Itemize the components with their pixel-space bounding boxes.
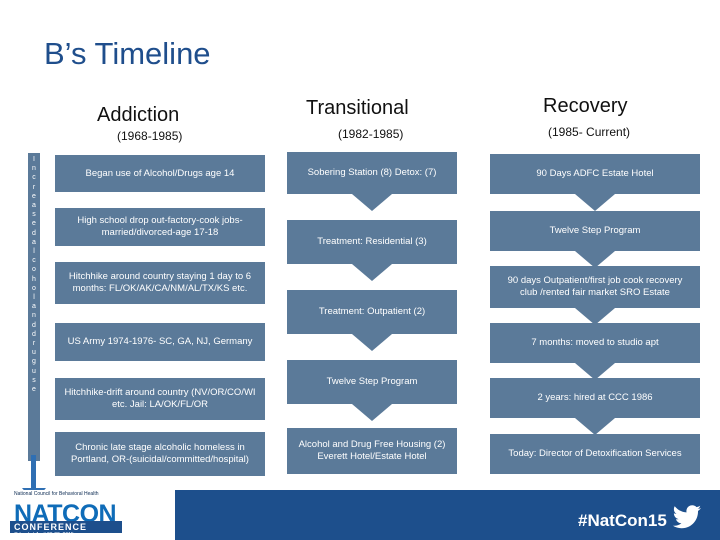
side-bar [28,153,40,461]
twitter-icon [672,505,701,529]
transitional-item-2: Treatment: Residential (3) [287,220,457,264]
recovery-item-3: 90 days Outpatient/first job cook recove… [490,266,700,308]
chevron-down-icon [352,404,392,421]
hashtag: #NatCon15 [578,511,667,530]
down-arrow-icon [31,455,36,495]
transitional-years: (1982-1985) [338,127,404,141]
transitional-item-5: Alcohol and Drug Free Housing (2) Everet… [287,428,457,474]
addiction-item-1: Began use of Alcohol/Drugs age 14 [55,155,265,192]
chevron-down-icon [575,418,615,435]
transitional-item-1: Sobering Station (8) Detox: (7) [287,152,457,194]
addiction-item-4: US Army 1974-1976- SC, GA, NJ, Germany [55,323,265,361]
recovery-item-5: 2 years: hired at CCC 1986 [490,378,700,418]
chevron-down-icon [575,308,615,325]
recovery-item-6: Today: Director of Detoxification Servic… [490,434,700,474]
addiction-item-2: High school drop out-factory-cook jobs- … [55,208,265,246]
transitional-item-3: Treatment: Outpatient (2) [287,290,457,334]
transitional-item-4: Twelve Step Program [287,360,457,404]
slide-title: B’s Timeline [44,36,211,71]
chevron-down-icon [352,264,392,281]
chevron-down-icon [352,194,392,211]
addiction-item-3: Hitchhike around country staying 1 day t… [55,262,265,304]
addiction-item-5: Hitchhike-drift around country (NV/OR/CO… [55,378,265,420]
recovery-heading: Recovery [543,95,628,117]
transitional-heading: Transitional [306,97,409,119]
logo-sub-band [10,521,122,533]
org-name: National Council for Behavioral Health [14,491,99,497]
chevron-down-icon [575,363,615,380]
addiction-heading: Addiction [97,104,180,126]
chevron-down-icon [575,251,615,268]
conference-dates: Orlando | April 20-22, 2015 [14,532,74,538]
recovery-item-1: 90 Days ADFC Estate Hotel [490,154,700,194]
recovery-item-2: Twelve Step Program [490,211,700,251]
chevron-down-icon [575,194,615,211]
addiction-years: (1968-1985) [117,129,183,143]
addiction-item-6: Chronic late stage alcoholic homeless in… [55,432,265,476]
chevron-down-icon [352,334,392,351]
logo-conference: CONFERENCE [14,522,88,532]
recovery-item-4: 7 months: moved to studio apt [490,323,700,363]
recovery-years: (1985- Current) [548,125,631,139]
